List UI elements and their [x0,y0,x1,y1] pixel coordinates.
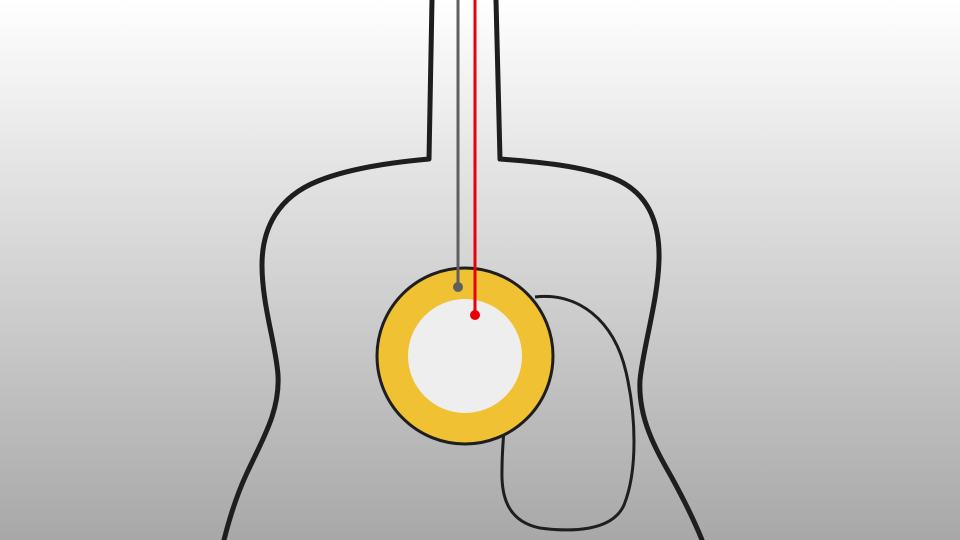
ground-solder-point [453,282,463,292]
piezo-disc [375,266,555,446]
piezo-ceramic-center [408,299,522,413]
pickguard-outline [500,294,636,532]
guitar-outline [221,0,705,540]
signal-solder-point [470,310,480,320]
